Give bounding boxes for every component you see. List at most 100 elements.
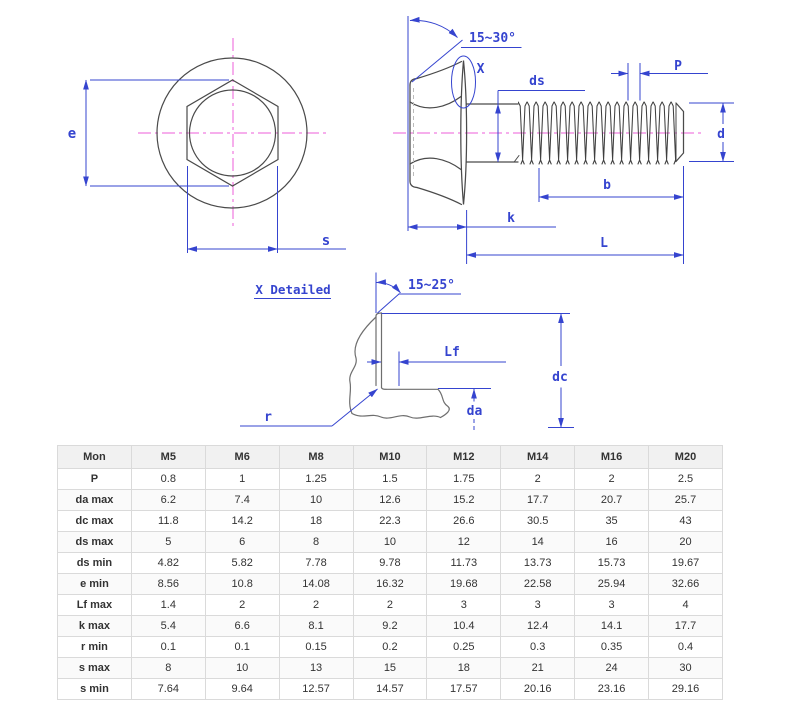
angle-head-label: 15~30° — [469, 31, 516, 46]
table-cell: 1.5 — [352, 468, 428, 490]
head-facet-lower — [409, 157, 462, 171]
table-cell: 17.7 — [648, 615, 723, 637]
detail-x-ellipse — [451, 55, 476, 109]
row-label: e min — [57, 573, 132, 595]
table-cell: 8.56 — [130, 573, 206, 595]
leader-r-slant — [331, 388, 378, 427]
dim-label-l: L — [600, 236, 608, 251]
head-bottom-edge — [416, 186, 463, 206]
table-cell: 25.7 — [648, 489, 723, 511]
table-cell: 6.2 — [130, 489, 206, 511]
table-cell: 20.7 — [574, 489, 649, 511]
dim-label-d: d — [717, 127, 725, 142]
fillet-r — [380, 386, 387, 390]
tip-chamfer — [675, 102, 685, 163]
table-cell: 43 — [648, 510, 723, 532]
table-cell: 25.94 — [574, 573, 649, 595]
table-cell: 12 — [426, 531, 502, 553]
table-cell: 12.4 — [500, 615, 576, 637]
table-cell: 14.2 — [204, 510, 280, 532]
table-cell: 11.8 — [130, 510, 206, 532]
table-cell: 15.2 — [426, 489, 502, 511]
angle-detail-label: 15~25° — [408, 278, 455, 293]
table-cell: 8.1 — [278, 615, 354, 637]
angle-detail-arc — [375, 279, 401, 294]
table-header-cell: M16 — [574, 445, 649, 469]
front-view-centerlines — [138, 38, 330, 228]
table-cell: 5 — [130, 531, 206, 553]
dimension-table: Mon M5 M6 M8 M10 M12 M14 M16 M20 P 0.8 1… — [57, 445, 723, 700]
table-row: ds min 4.82 5.82 7.78 9.78 11.73 13.73 1… — [57, 552, 723, 574]
break-line-left — [349, 316, 377, 415]
table-cell: 7.78 — [278, 552, 354, 574]
table-cell: 8 — [130, 657, 206, 679]
table-cell: 0.1 — [130, 636, 206, 658]
table-cell: 4.82 — [130, 552, 206, 574]
table-cell: 19.68 — [426, 573, 502, 595]
row-label: r min — [57, 636, 132, 658]
table-cell: 8 — [278, 531, 354, 553]
table-cell: 12.6 — [352, 489, 428, 511]
table-cell: 32.66 — [648, 573, 723, 595]
table-cell: 2 — [278, 594, 354, 616]
table-cell: 30.5 — [500, 510, 576, 532]
table-header-cell: M20 — [648, 445, 723, 469]
table-row: dc max 11.8 14.2 18 22.3 26.6 30.5 35 43 — [57, 510, 723, 532]
table-cell: 9.64 — [204, 678, 280, 700]
flange-edge-top-cap — [375, 312, 383, 317]
hex-head-outline — [186, 79, 279, 187]
table-cell: 15 — [352, 657, 428, 679]
table-cell: 20 — [648, 531, 723, 553]
table-cell: 15.73 — [574, 552, 649, 574]
detail-part-outline — [349, 312, 450, 419]
dim-label-k: k — [507, 211, 515, 226]
table-cell: 10 — [352, 531, 428, 553]
table-cell: 2.5 — [648, 468, 723, 490]
table-cell: 0.35 — [574, 636, 649, 658]
table-header-cell: M5 — [130, 445, 206, 469]
table-cell: 23.16 — [574, 678, 649, 700]
table-cell: 1.75 — [426, 468, 502, 490]
table-row: P 0.8 1 1.25 1.5 1.75 2 2 2.5 — [57, 468, 723, 490]
table-cell: 0.3 — [500, 636, 576, 658]
table-cell: 30 — [648, 657, 723, 679]
row-label: ds min — [57, 552, 132, 574]
table-cell: 14.57 — [352, 678, 428, 700]
table-cell: 0.8 — [130, 468, 206, 490]
table-row: s max 8 10 13 15 18 21 24 30 — [57, 657, 723, 679]
angle-head-arc — [409, 16, 458, 38]
row-label: s min — [57, 678, 132, 700]
detail-title: X Detailed — [255, 282, 330, 297]
row-label: P — [57, 468, 132, 490]
table-cell: 16.32 — [352, 573, 428, 595]
table-cell: 29.16 — [648, 678, 723, 700]
table-cell: 14.1 — [574, 615, 649, 637]
front-view: e s — [68, 38, 346, 253]
table-header-cell: M10 — [352, 445, 428, 469]
table-header-cell: M14 — [500, 445, 576, 469]
table-row: e min 8.56 10.8 14.08 16.32 19.68 22.58 … — [57, 573, 723, 595]
table-cell: 7.4 — [204, 489, 280, 511]
table-cell: 0.4 — [648, 636, 723, 658]
table-cell: 0.2 — [352, 636, 428, 658]
table-cell: 3 — [500, 594, 576, 616]
table-cell: 0.1 — [204, 636, 280, 658]
table-cell: 21 — [500, 657, 576, 679]
table-cell: 6 — [204, 531, 280, 553]
side-view-dimensions — [407, 16, 734, 264]
row-label: k max — [57, 615, 132, 637]
table-cell: 10.8 — [204, 573, 280, 595]
table-cell: 9.2 — [352, 615, 428, 637]
table-cell: 2 — [500, 468, 576, 490]
table-cell: 16 — [574, 531, 649, 553]
table-row: ds max 5 6 8 10 12 14 16 20 — [57, 531, 723, 553]
row-label: ds max — [57, 531, 132, 553]
detail-view: X Detailed 15~25° Lf dc da r — [240, 272, 574, 433]
dim-label-s: s — [322, 233, 330, 249]
table-cell: 12.57 — [278, 678, 354, 700]
table-cell: 1.4 — [130, 594, 206, 616]
table-cell: 9.78 — [352, 552, 428, 574]
table-cell: 19.67 — [648, 552, 723, 574]
table-cell: 24 — [574, 657, 649, 679]
table-cell: 3 — [426, 594, 502, 616]
